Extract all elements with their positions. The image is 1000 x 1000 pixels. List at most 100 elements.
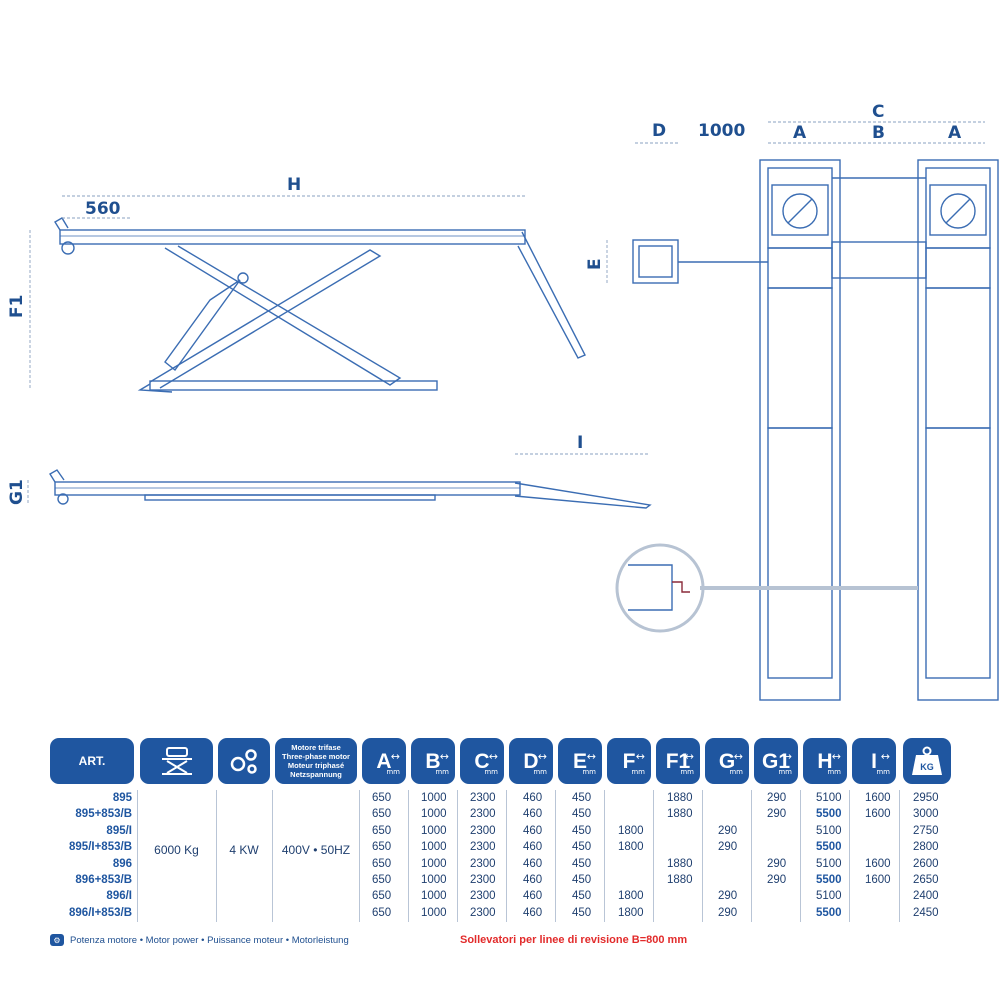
separator bbox=[849, 790, 850, 922]
separator bbox=[408, 790, 409, 922]
b-cell: 1000 bbox=[421, 906, 447, 919]
header-g-unit: mm bbox=[729, 768, 743, 776]
g1-cell bbox=[767, 823, 786, 839]
header-a: A↔mm bbox=[362, 738, 406, 784]
top-view bbox=[615, 159, 999, 701]
kg-cell: 2600 bbox=[913, 857, 939, 870]
i-cell bbox=[865, 888, 891, 904]
h-cell: 5100 bbox=[816, 890, 842, 903]
kg-cell: 2400 bbox=[913, 890, 939, 903]
d-cell: 460 bbox=[523, 824, 543, 837]
gears-icon: ⚙ bbox=[50, 934, 64, 946]
separator bbox=[457, 790, 458, 922]
a-cell: 650 bbox=[372, 890, 392, 903]
motor-power-legend: ⚙ Potenza motore • Motor power • Puissan… bbox=[50, 934, 349, 946]
a-cell: 650 bbox=[372, 873, 392, 886]
c-cell: 2300 bbox=[470, 808, 496, 821]
header-i-unit: mm bbox=[876, 768, 890, 776]
f1-cell: 1880 bbox=[667, 808, 693, 821]
revision-note: Sollevatori per linee di revisione B=800… bbox=[460, 934, 688, 946]
h-cell: 5500 bbox=[816, 841, 842, 854]
weight-icon: KG bbox=[912, 746, 942, 775]
dim-label-a-left: A bbox=[793, 123, 807, 143]
g-cell: 290 bbox=[718, 906, 738, 919]
f1-cell bbox=[667, 823, 693, 839]
dim-label-i: I bbox=[577, 433, 583, 453]
g1-cell: 290 bbox=[767, 808, 787, 821]
dim-label-c: C bbox=[872, 102, 884, 122]
header-motor: Motore trifase Three-phase motor Moteur … bbox=[275, 738, 357, 784]
motor-power-text: Potenza motore • Motor power • Puissance… bbox=[70, 934, 349, 946]
f-cell: 1800 bbox=[618, 824, 644, 837]
header-h-letter: H bbox=[817, 749, 833, 773]
h-cell: 5500 bbox=[816, 808, 842, 821]
motor-header-en: Three-phase motor bbox=[282, 752, 350, 761]
dim-label-e: E bbox=[585, 258, 605, 270]
kg-cell: 2800 bbox=[913, 841, 939, 854]
header-e-letter: E bbox=[572, 749, 587, 773]
g1-cell: 290 bbox=[767, 857, 787, 870]
g1-cell: 290 bbox=[767, 792, 787, 804]
b-cell: 1000 bbox=[421, 841, 447, 854]
weight-unit: KG bbox=[920, 762, 934, 772]
header-g1: G1↔mm bbox=[754, 738, 798, 784]
header-h-unit: mm bbox=[827, 768, 841, 776]
dim-label-1000: 1000 bbox=[698, 121, 745, 141]
g-cell: 290 bbox=[718, 890, 738, 903]
header-art: ART. bbox=[50, 738, 134, 784]
kg-cell: 2650 bbox=[913, 873, 939, 886]
g-cell bbox=[718, 806, 737, 822]
header-b-letter: B bbox=[425, 749, 441, 773]
header-a-unit: mm bbox=[386, 768, 400, 776]
header-f1-letter: F1 bbox=[665, 749, 691, 773]
kg-cell: 2450 bbox=[913, 906, 939, 919]
g1-cell bbox=[767, 839, 786, 855]
header-i-letter: I bbox=[871, 749, 877, 773]
a-cell: 650 bbox=[372, 841, 392, 854]
arrow-icon: ↔ bbox=[684, 750, 694, 763]
gears-icon bbox=[230, 749, 257, 774]
header-f: F↔mm bbox=[607, 738, 651, 784]
motor-header-it: Motore trifase bbox=[291, 743, 341, 752]
kg-cell: 3000 bbox=[913, 808, 939, 821]
a-cell: 650 bbox=[372, 824, 392, 837]
header-g1-unit: mm bbox=[778, 768, 792, 776]
dim-label-560: 560 bbox=[85, 199, 121, 219]
i-cell: 1600 bbox=[865, 792, 891, 804]
d-cell: 460 bbox=[523, 808, 543, 821]
i-cell bbox=[865, 839, 891, 855]
separator bbox=[751, 790, 752, 922]
header-b-unit: mm bbox=[435, 768, 449, 776]
i-cell: 1600 bbox=[865, 808, 891, 821]
d-cell: 460 bbox=[523, 841, 543, 854]
arrow-icon: ↔ bbox=[537, 750, 547, 763]
arrow-icon: ↔ bbox=[880, 750, 890, 763]
f1-cell: 1880 bbox=[667, 857, 693, 870]
separator bbox=[216, 790, 217, 922]
e-cell: 450 bbox=[572, 890, 592, 903]
b-cell: 1000 bbox=[421, 824, 447, 837]
arrow-icon: ↔ bbox=[733, 750, 743, 763]
f-cell bbox=[618, 872, 644, 888]
dim-label-g1: G1 bbox=[7, 479, 27, 505]
g1-cell: 290 bbox=[767, 873, 787, 886]
c-cell: 2300 bbox=[470, 792, 496, 804]
e-cell: 450 bbox=[572, 824, 592, 837]
f-cell: 1800 bbox=[618, 906, 644, 919]
header-c-letter: C bbox=[474, 749, 490, 773]
header-e-unit: mm bbox=[582, 768, 596, 776]
separator bbox=[137, 790, 138, 922]
header-art-label: ART. bbox=[78, 754, 106, 768]
separator bbox=[359, 790, 360, 922]
header-b: B↔mm bbox=[411, 738, 455, 784]
header-i: I↔ mm bbox=[852, 738, 896, 784]
e-cell: 450 bbox=[572, 792, 592, 804]
i-cell bbox=[865, 823, 891, 839]
c-cell: 2300 bbox=[470, 857, 496, 870]
separator bbox=[604, 790, 605, 922]
